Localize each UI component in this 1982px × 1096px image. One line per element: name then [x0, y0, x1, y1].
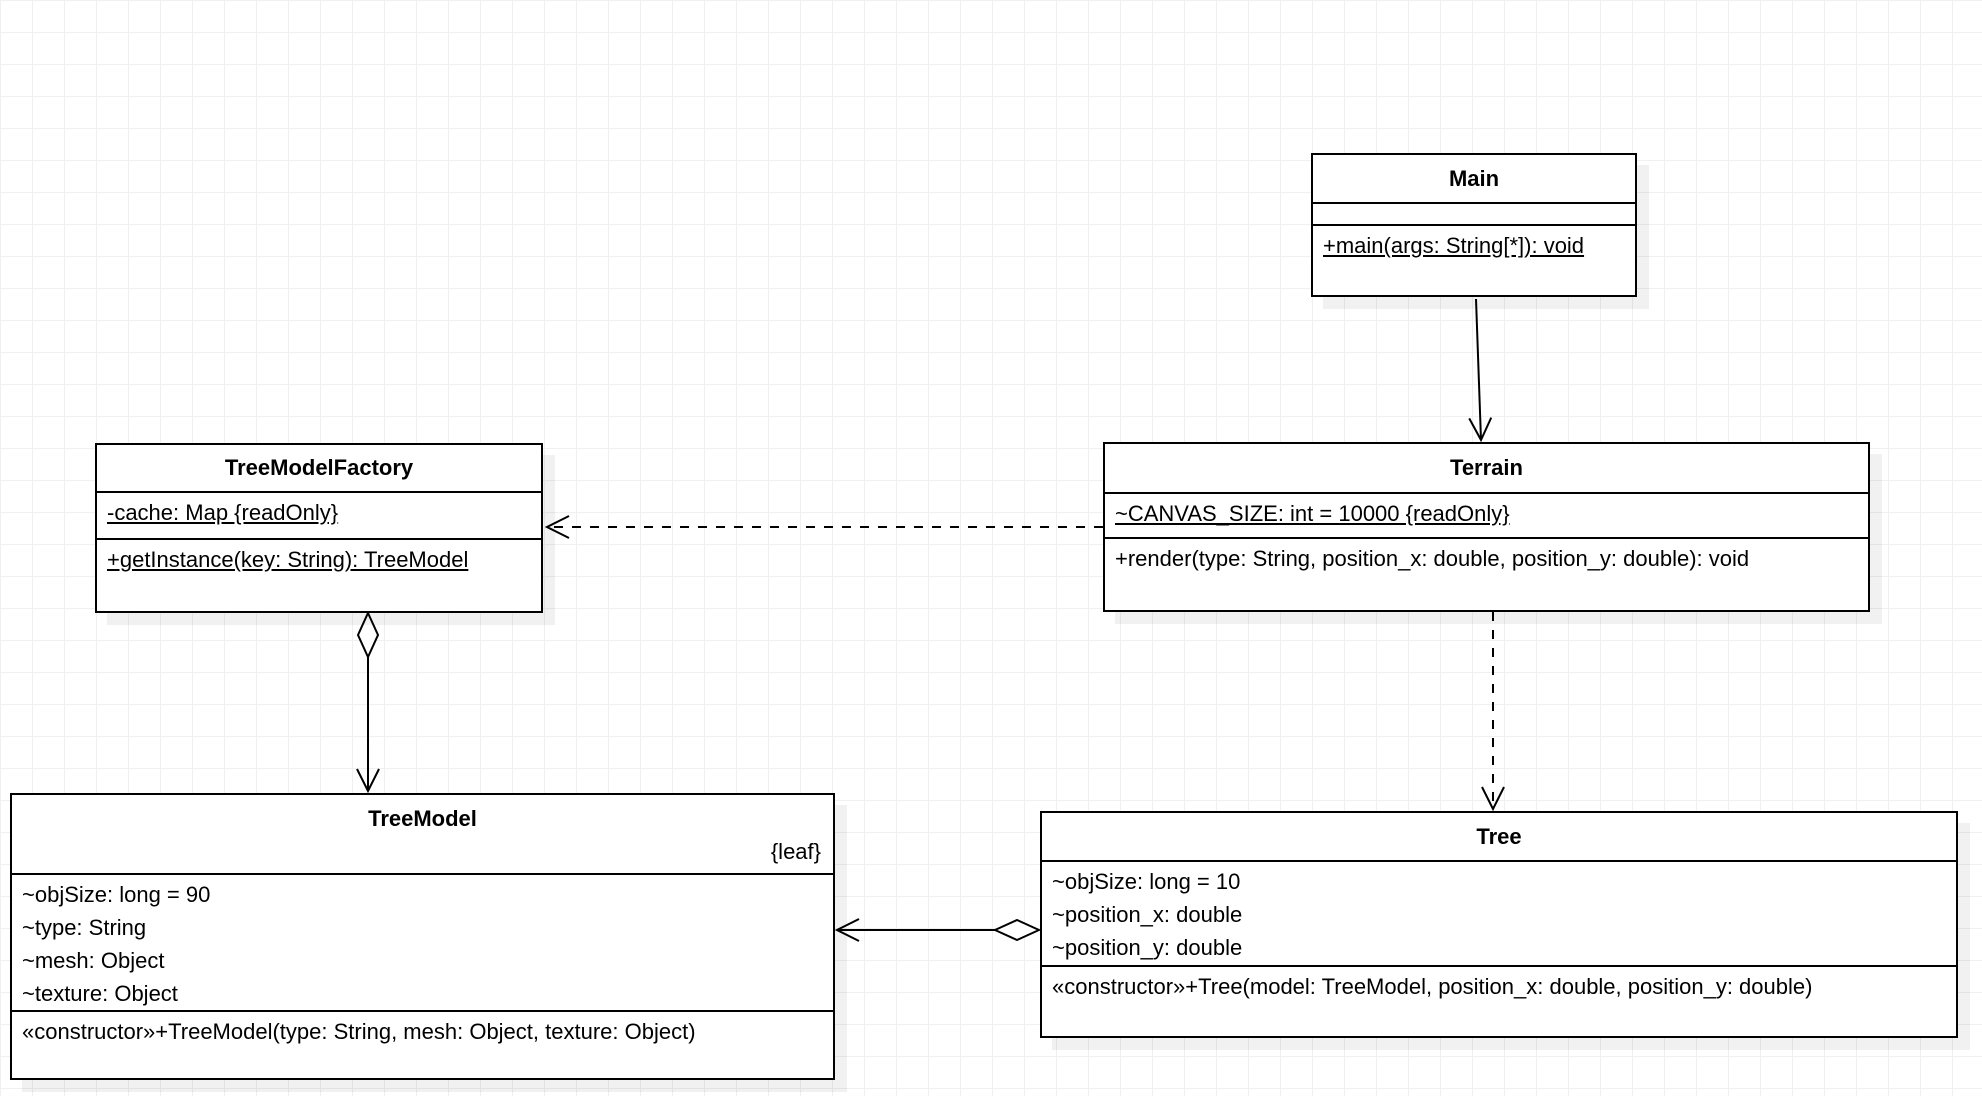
class-terrain-title: Terrain [1450, 455, 1523, 480]
class-attribute: ~position_x: double [1052, 902, 1243, 927]
class-method: «constructor»+TreeModel(type: String, me… [22, 1019, 696, 1044]
class-main-attributes-compartment [1313, 202, 1635, 224]
edge-main-to-terrain-association[interactable] [1476, 298, 1481, 440]
class-treemodel-leaf-constraint: {leaf} [770, 839, 821, 864]
class-treemodelfactory-methods-compartment: +getInstance(key: String): TreeModel [97, 538, 541, 611]
class-attribute: ~texture: Object [22, 981, 178, 1006]
class-tree-title: Tree [1476, 823, 1522, 849]
class-main[interactable]: Main +main(args: String[*]): void [1311, 153, 1637, 297]
class-attribute: ~objSize: long = 90 [22, 882, 211, 907]
class-method: «constructor»+Tree(model: TreeModel, pos… [1052, 974, 1813, 999]
class-treemodel-title: TreeModel [368, 806, 477, 831]
class-treemodelfactory-attributes-compartment: -cache: Map {readOnly} [97, 491, 541, 538]
class-tree-methods-compartment: «constructor»+Tree(model: TreeModel, pos… [1042, 965, 1956, 1036]
class-treemodel-attributes-compartment: ~objSize: long = 90 ~type: String ~mesh:… [12, 873, 833, 1010]
class-attribute: ~position_y: double [1052, 935, 1243, 960]
class-attribute: ~type: String [22, 915, 147, 940]
class-method: +render(type: String, position_x: double… [1115, 546, 1750, 571]
class-terrain[interactable]: Terrain ~CANVAS_SIZE: int = 10000 {readO… [1103, 442, 1870, 612]
class-attribute: ~objSize: long = 10 [1052, 869, 1241, 894]
class-attribute: ~mesh: Object [22, 948, 165, 973]
class-treemodel[interactable]: TreeModel {leaf} ~objSize: long = 90 ~ty… [10, 793, 835, 1080]
class-attribute: -cache: Map {readOnly} [107, 500, 339, 525]
class-attribute: ~CANVAS_SIZE: int = 10000 {readOnly} [1115, 501, 1510, 526]
class-terrain-methods-compartment: +render(type: String, position_x: double… [1105, 537, 1868, 610]
class-terrain-attributes-compartment: ~CANVAS_SIZE: int = 10000 {readOnly} [1105, 492, 1868, 537]
class-method: +main(args: String[*]): void [1323, 233, 1585, 258]
class-tree-attributes-compartment: ~objSize: long = 10 ~position_x: double … [1042, 860, 1956, 965]
class-treemodel-title-compartment: TreeModel {leaf} [12, 795, 833, 873]
class-treemodel-methods-compartment: «constructor»+TreeModel(type: String, me… [12, 1010, 833, 1078]
class-tree[interactable]: Tree ~objSize: long = 10 ~position_x: do… [1040, 811, 1958, 1038]
class-method: +getInstance(key: String): TreeModel [107, 547, 469, 572]
class-treemodelfactory[interactable]: TreeModelFactory -cache: Map {readOnly} … [95, 443, 543, 613]
class-main-title: Main [1448, 165, 1500, 191]
class-main-methods-compartment: +main(args: String[*]): void [1313, 224, 1635, 295]
class-treemodelfactory-title: TreeModelFactory [224, 455, 414, 480]
